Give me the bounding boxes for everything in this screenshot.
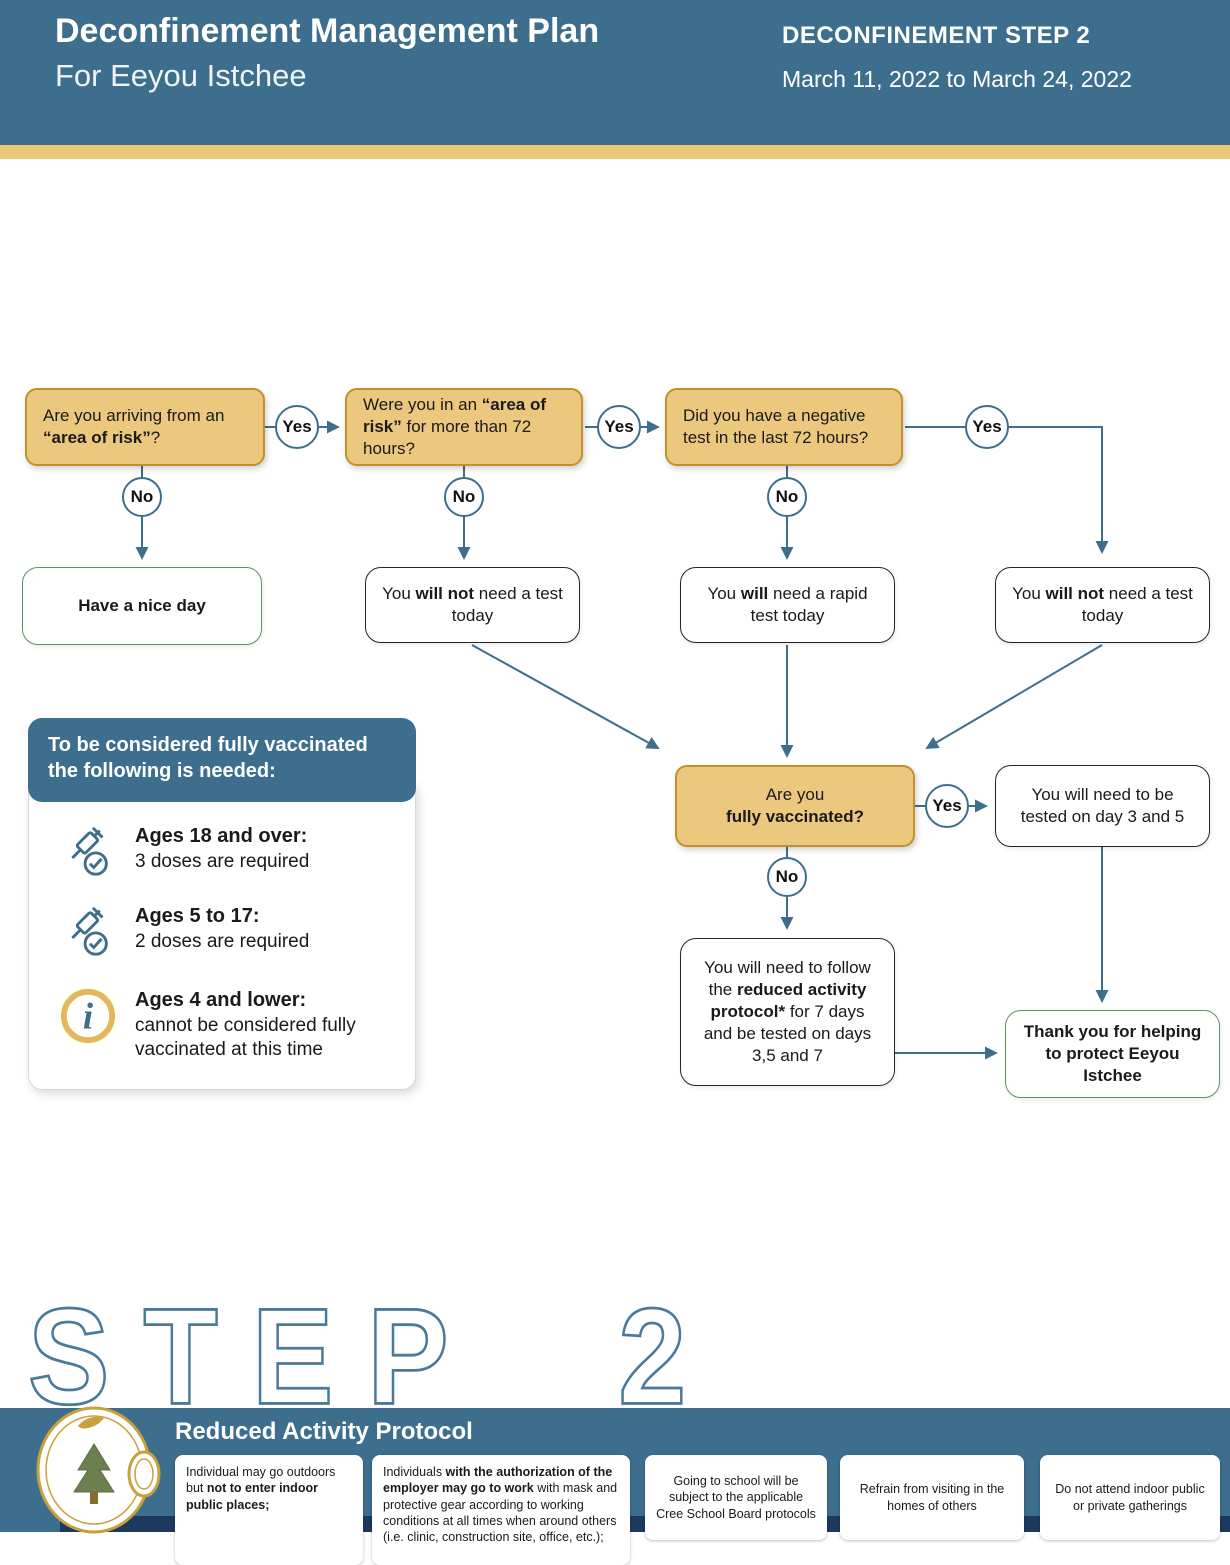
question-arriving-from-risk-area: Are you arriving from an “area of risk”?: [25, 388, 265, 466]
outcome-tested-day-3-and-5: You will need to be tested on day 3 and …: [995, 765, 1210, 847]
yes-badge-2: Yes: [597, 405, 641, 449]
yes-badge-3: Yes: [965, 405, 1009, 449]
outcome-no-test-needed-right: You will not need a test today: [995, 567, 1210, 643]
yes-badge-4: Yes: [925, 784, 969, 828]
protocol-card-work: Individuals with the authorization of th…: [372, 1455, 630, 1565]
page-subtitle: For Eeyou Istchee: [55, 58, 307, 93]
requirement-adults: Ages 18 and over:3 doses are required: [59, 823, 309, 881]
outcome-have-a-nice-day: Have a nice day: [22, 567, 262, 645]
vaccination-requirements-card: Ages 18 and over:3 doses are required Ag…: [28, 780, 416, 1090]
outcome-thank-you: Thank you for helping to protect Eeyou I…: [1005, 1010, 1220, 1098]
question-more-than-72h: Were you in an “area of risk” for more t…: [345, 388, 583, 466]
no-badge-1: No: [122, 477, 162, 517]
date-range: March 11, 2022 to March 24, 2022: [782, 66, 1132, 92]
header: Deconfinement Management Plan For Eeyou …: [0, 0, 1230, 145]
protocol-card-school: Going to school will be subject to the a…: [645, 1455, 827, 1540]
page-title: Deconfinement Management Plan: [55, 12, 600, 50]
outcome-no-test-needed-mid: You will not need a test today: [365, 567, 580, 643]
syringe-icon: [59, 823, 117, 881]
question-negative-test: Did you have a negative test in the last…: [665, 388, 903, 466]
protocol-card-visiting: Refrain from visiting in the homes of ot…: [840, 1455, 1024, 1540]
protocol-card-outdoors: Individual may go outdoors but not to en…: [175, 1455, 363, 1565]
yes-badge-1: Yes: [275, 405, 319, 449]
vaccination-requirements-header: To be considered fully vaccinated the fo…: [28, 718, 416, 802]
svg-text:i: i: [83, 996, 94, 1037]
protocol-card-gatherings: Do not attend indoor public or private g…: [1040, 1455, 1220, 1540]
no-badge-2: No: [444, 477, 484, 517]
info-icon: i: [59, 987, 117, 1045]
step-label: DECONFINEMENT STEP 2: [782, 22, 1091, 49]
reduced-activity-protocol-title: Reduced Activity Protocol: [175, 1418, 473, 1445]
outcome-reduced-activity-protocol: You will need to follow the reduced acti…: [680, 938, 895, 1086]
accent-bar: [0, 145, 1230, 159]
requirement-youth: Ages 5 to 17:2 doses are required: [59, 903, 309, 961]
no-badge-3: No: [767, 477, 807, 517]
cree-health-board-logo: [28, 1404, 180, 1536]
no-badge-4: No: [767, 857, 807, 897]
outcome-rapid-test: You will need a rapid test today: [680, 567, 895, 643]
syringe-icon: [59, 903, 117, 961]
requirement-children: i Ages 4 and lower:cannot be considered …: [59, 987, 395, 1063]
